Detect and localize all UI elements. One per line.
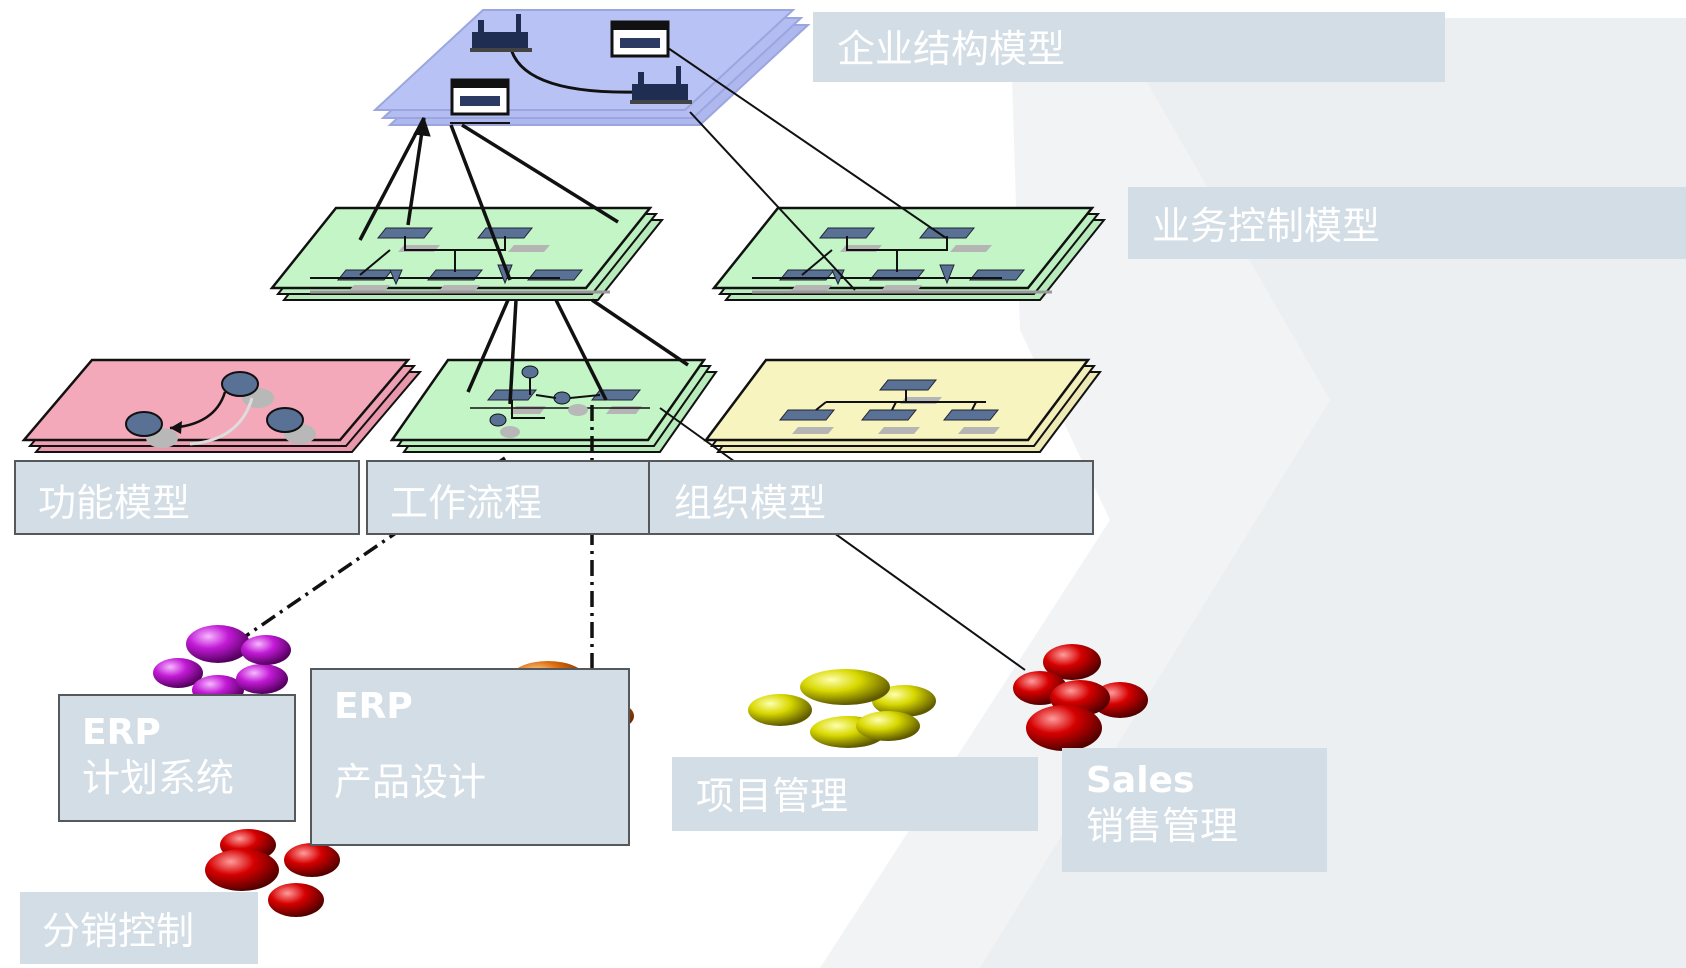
label-function-model-text: 功能模型 <box>38 481 191 525</box>
label-business-control-text: 业务控制模型 <box>1152 204 1381 248</box>
label-erp-design-line1: ERP <box>334 686 413 727</box>
function-graph-icon <box>125 371 316 448</box>
process-flow-icon <box>310 227 610 294</box>
label-org-model: 组织模型 <box>648 460 1094 535</box>
process-flow-icon <box>470 365 650 438</box>
cluster-purple <box>153 625 291 705</box>
building-icon <box>610 20 670 58</box>
label-erp-planning: ERP 计划系统 <box>58 694 296 822</box>
label-distribution: 分销控制 <box>20 892 258 964</box>
label-enterprise-model-text: 企业结构模型 <box>837 27 1066 71</box>
enterprise-plane <box>372 9 811 126</box>
function-plane <box>21 358 423 453</box>
label-distribution-text: 分销控制 <box>42 909 195 953</box>
label-erp-planning-line2: 计划系统 <box>82 756 235 800</box>
org-chart-icon <box>778 379 1000 434</box>
cluster-red-distribution <box>205 829 340 917</box>
label-erp-design: ERP 产品设计 <box>310 668 630 846</box>
label-business-control: 业务控制模型 <box>1128 187 1686 259</box>
label-org-model-text: 组织模型 <box>674 481 827 525</box>
factory-icon <box>630 66 692 104</box>
label-sales: Sales 销售管理 <box>1062 748 1327 872</box>
process-flow-icon <box>752 227 1052 294</box>
label-project-mgmt: 项目管理 <box>672 757 1038 831</box>
label-erp-design-line2: 产品设计 <box>334 760 487 804</box>
factory-icon <box>470 14 532 52</box>
process-plane-right <box>711 206 1107 301</box>
label-project-mgmt-text: 项目管理 <box>696 774 849 818</box>
label-enterprise-model: 企业结构模型 <box>813 12 1445 82</box>
org-plane <box>703 358 1102 453</box>
label-sales-line1: Sales <box>1086 760 1195 801</box>
label-erp-planning-line1: ERP <box>82 712 161 753</box>
label-sales-line2: 销售管理 <box>1086 804 1239 848</box>
workflow-plane <box>389 358 718 453</box>
label-workflow: 工作流程 <box>366 460 650 535</box>
cluster-red-sales <box>1013 644 1148 751</box>
label-function-model: 功能模型 <box>14 460 360 535</box>
process-plane-left <box>269 206 665 301</box>
label-workflow-text: 工作流程 <box>390 481 543 525</box>
cluster-yellow <box>748 669 936 748</box>
building-icon <box>450 78 510 116</box>
